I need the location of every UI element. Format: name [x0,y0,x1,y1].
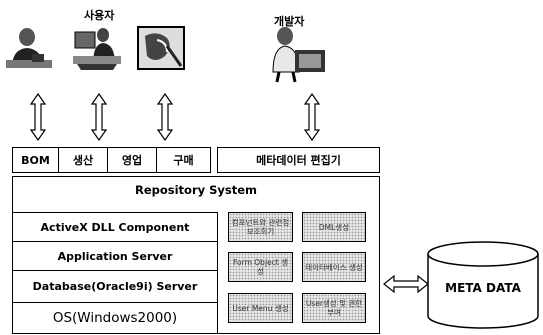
tool-form-object-generation: Form Object 생성 [228,252,293,282]
module-purchase: 구매 [156,147,211,173]
layer-application-server: Application Server [12,241,218,271]
tool-user-permission: User생성 및 권한부여 [302,293,366,323]
double-arrow-meta [383,274,429,294]
users-label: 사용자 [84,9,115,22]
tool-database-generation: 데이터베이스 생성 [302,252,366,282]
developer-icon [272,27,325,83]
user-phone-icon [6,28,52,68]
module-bom: BOM [12,147,59,173]
module-sales: 영업 [107,147,157,173]
double-arrow-sales [157,93,173,141]
double-arrow-bom [30,93,46,141]
tool-dml-generation: DML생성 [302,212,366,242]
user-artwork-icon [137,26,185,70]
double-arrow-editor [304,93,320,141]
meta-data-label: META DATA [445,281,521,295]
double-arrow-production [91,93,107,141]
user-desk-icon [73,28,121,70]
developer-label: 개발자 [274,15,305,28]
module-production: 생산 [58,147,108,173]
tool-user-menu-generation: User Menu 생성 [228,293,293,323]
layer-database-server: Database(Oracle9i) Server [12,270,218,303]
repository-system-label: Repository System [134,183,258,197]
layer-os: OS(Windows2000) [12,302,218,334]
metadata-editor: 메타데이터 편집기 [217,147,380,173]
layer-activex: ActiveX DLL Component [12,212,218,242]
meta-data-cylinder-icon [427,241,539,329]
tool-component-info-viewer: 컴포넌트와 관련정보조회기 [228,212,293,242]
